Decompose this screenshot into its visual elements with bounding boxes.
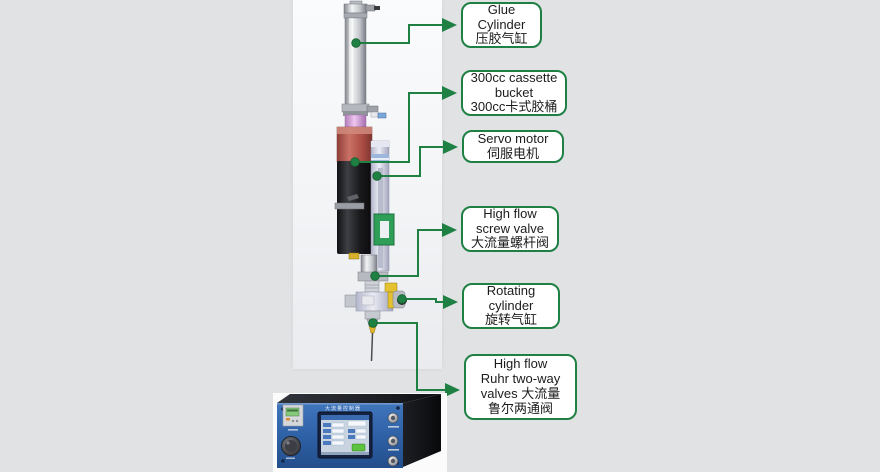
screw: [281, 459, 285, 463]
callout-line: 鲁尔两通阀: [487, 400, 553, 416]
screw: [315, 396, 319, 400]
rotating-cylinder-part: [344, 290, 407, 312]
callout-line: 压胶气缸: [475, 31, 528, 47]
callout-glue-cylinder: Glue Cylinder 压胶气缸: [461, 2, 542, 48]
cassette-bucket-part: [336, 126, 373, 260]
leader-servo-motor: [377, 140, 458, 177]
callout-line: 旋转气缸: [484, 312, 537, 328]
callout-line: Glue: [487, 1, 516, 17]
controller-side-face: [403, 394, 441, 467]
leader-glue-cylinder: [356, 18, 457, 44]
callout-line: bucket: [494, 84, 534, 100]
callout-line: 300cc cassette: [470, 69, 558, 85]
callout-line: valves 大流量: [480, 386, 561, 401]
leader-luer-valve: [373, 322, 460, 397]
controller-title: 大流量控制器: [325, 405, 361, 412]
leader-dots: [350, 38, 407, 328]
controller-screen: [317, 411, 373, 459]
callout-cassette-bucket: 300cc cassette bucket 300cc卡式胶桶: [461, 70, 567, 116]
callout-line: Ruhr two-way: [480, 371, 561, 387]
pressure-knob: [281, 436, 301, 459]
callout-screw-valve: High flow screw valve 大流量螺杆阀: [461, 206, 559, 252]
callout-line: Servo motor: [477, 130, 549, 146]
callout-line: screw valve: [476, 220, 544, 236]
callout-luer-two-way-valve: High flow Ruhr two-way valves 大流量 鲁尔两通阀: [464, 354, 577, 420]
callout-rotating-cylinder: Rotating cylinder 旋转气缸: [462, 283, 560, 329]
leader-lines: [355, 18, 460, 397]
callout-line: 300cc卡式胶桶: [470, 99, 558, 115]
callout-line: Cylinder: [477, 16, 526, 32]
callout-line: High flow: [493, 356, 548, 372]
callout-servo-motor: Servo motor 伺服电机: [462, 130, 564, 163]
screw: [396, 406, 400, 410]
leader-cassette-bucket: [355, 86, 457, 163]
screen-green-button: [351, 443, 366, 452]
callout-line: 伺服电机: [486, 145, 539, 161]
callout-line: Rotating: [486, 282, 536, 298]
controller-photo: 大流量控制器: [273, 393, 447, 472]
callout-line: cylinder: [488, 297, 534, 313]
pressure-regulator-module: [282, 404, 304, 431]
module-lcd: [285, 407, 300, 417]
callout-line: 大流量螺杆阀: [470, 235, 549, 251]
leader-rotating-cylinder: [402, 295, 458, 309]
controller-top-face: [277, 394, 441, 403]
leader-screw-valve: [375, 223, 457, 277]
controller-connectors: [387, 412, 399, 467]
glue-cylinder-part: [341, 0, 387, 129]
callout-line: High flow: [483, 205, 537, 221]
